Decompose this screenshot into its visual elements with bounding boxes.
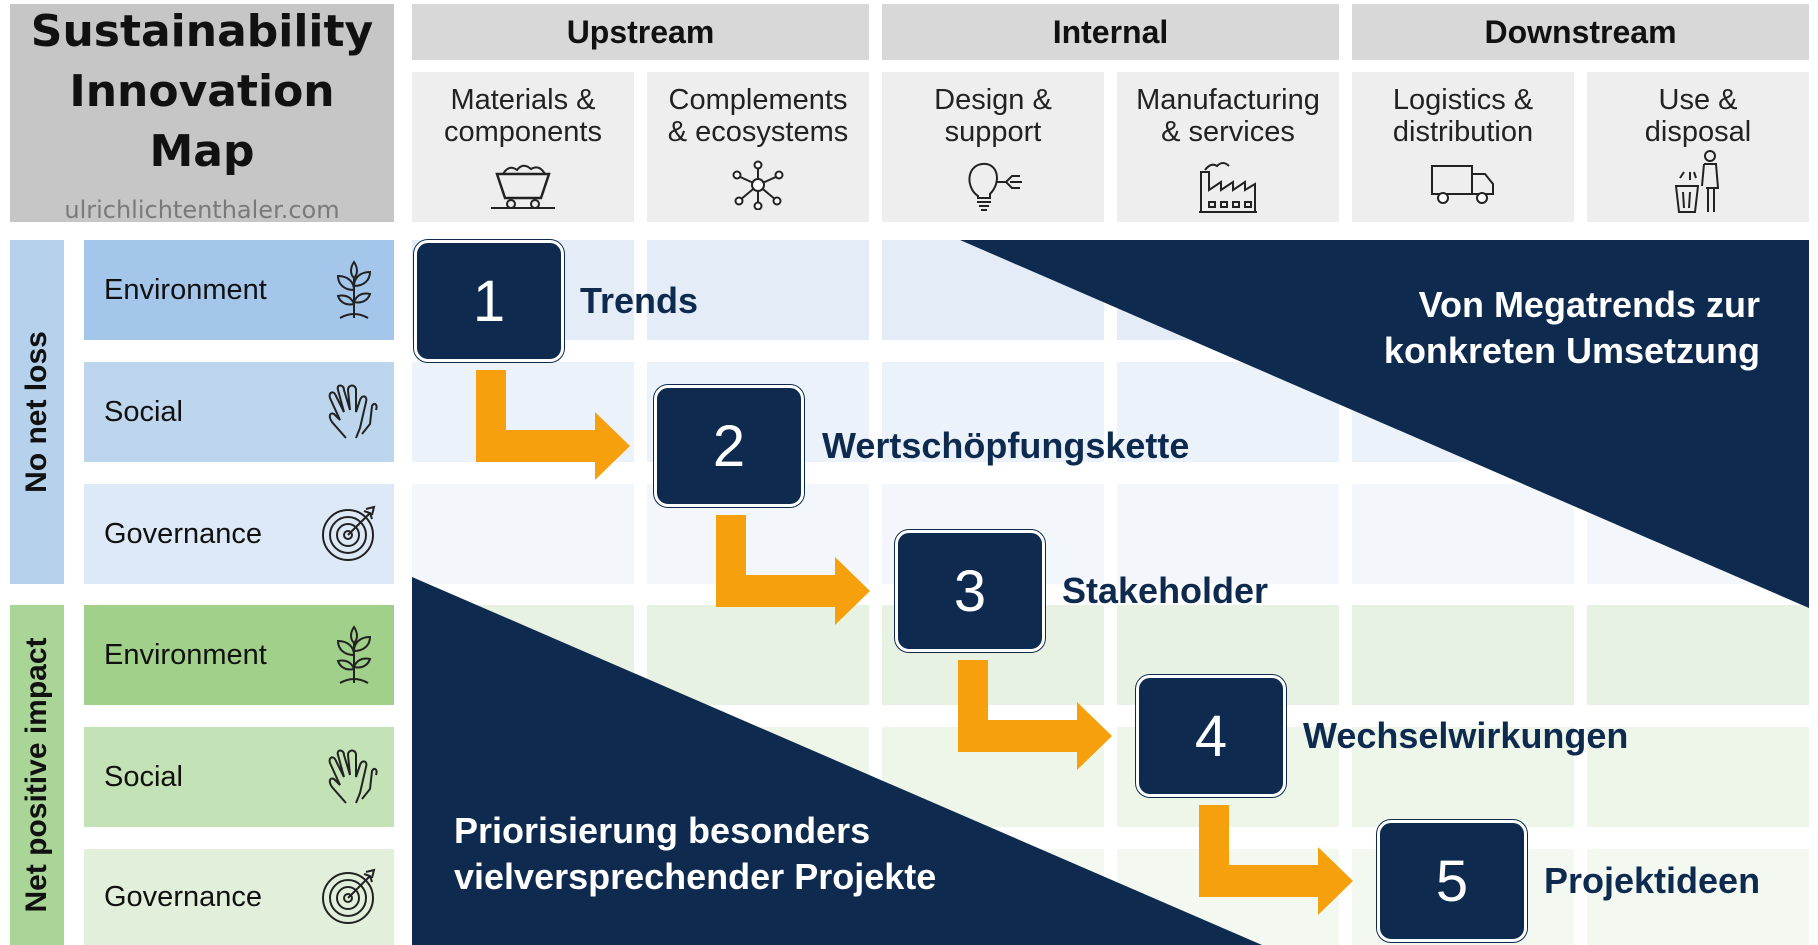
factory-icon xyxy=(1199,162,1257,213)
category-label-line: Materials & xyxy=(450,84,596,116)
step-1-label: Trends xyxy=(580,280,699,321)
stage-downstream: Downstream xyxy=(1352,4,1809,60)
stage-upstream: Upstream xyxy=(412,4,869,60)
category-label-line: Logistics & xyxy=(1392,84,1534,116)
banner-line: Von Megatrends zur xyxy=(1418,284,1760,325)
row-label-text: Social xyxy=(104,760,183,793)
bottom-banner-text: Priorisierung besonders vielversprechend… xyxy=(454,808,1014,900)
step-5-box: 5 xyxy=(1377,820,1527,942)
arrow-4-5 xyxy=(1199,805,1353,915)
category-logistics: Logistics & distribution xyxy=(1352,72,1574,222)
category-complements: Complements & ecosystems xyxy=(647,72,869,222)
row-label-text: Governance xyxy=(104,880,262,913)
category-label-line: Manufacturing xyxy=(1136,84,1320,116)
truck-icon xyxy=(1431,165,1494,204)
recycle-person-icon xyxy=(1674,150,1720,213)
row-label-text: Environment xyxy=(104,638,267,671)
banner-line: Priorisierung besonders xyxy=(454,810,871,851)
step-arrows xyxy=(476,370,1353,915)
step-4-label: Wechselwirkungen xyxy=(1303,715,1629,756)
row-label-governance: Governance xyxy=(84,849,394,945)
dimension-no-net-loss: No net loss xyxy=(10,240,64,584)
row-label-social: Social xyxy=(84,727,394,827)
hands-icon xyxy=(328,384,378,439)
map-title: Sustainability Innovation Map xyxy=(10,2,394,182)
arrow-1-2 xyxy=(476,370,630,480)
mine-cart-icon xyxy=(491,164,555,209)
step-5-label: Projektideen xyxy=(1544,860,1761,901)
category-use-disposal: Use & disposal xyxy=(1587,72,1809,222)
top-banner-text: Von Megatrends zur konkreten Umsetzung xyxy=(1300,282,1760,374)
step-1-box: 1 xyxy=(414,240,564,362)
category-label-line: & ecosystems xyxy=(667,116,849,148)
category-label-line: Design & xyxy=(934,84,1052,116)
row-label-text: Social xyxy=(104,395,183,428)
category-label-line: & services xyxy=(1161,116,1295,148)
category-label-line: disposal xyxy=(1644,116,1752,148)
title-box: Sustainability Innovation Map ulrichlich… xyxy=(10,2,394,224)
category-design: Design & support xyxy=(882,72,1104,222)
category-label-line: distribution xyxy=(1392,116,1534,148)
banner-line: vielversprechender Projekte xyxy=(454,856,937,897)
category-label-line: support xyxy=(944,116,1042,148)
category-label-line: components xyxy=(444,116,602,148)
title-line-1: Sustainability xyxy=(30,6,374,57)
arrow-3-4 xyxy=(958,660,1112,770)
dimension-net-positive-impact: Net positive impact xyxy=(10,605,64,945)
row-label-text: Governance xyxy=(104,517,262,550)
category-label-line: Use & xyxy=(1658,84,1738,116)
row-label-social: Social xyxy=(84,362,394,462)
banner-line: konkreten Umsetzung xyxy=(1383,330,1760,371)
plant-icon xyxy=(336,625,372,684)
step-2-label: Wertschöpfungskette xyxy=(822,425,1190,466)
target-icon xyxy=(322,868,376,924)
row-label-governance: Governance xyxy=(84,484,394,584)
arrow-2-3 xyxy=(716,515,870,625)
category-materials: Materials & components xyxy=(412,72,634,222)
lightbulb-icon xyxy=(968,162,1022,211)
category-label-line: Complements xyxy=(668,84,848,116)
bottom-left-triangle xyxy=(412,577,1262,945)
row-label-environment: Environment xyxy=(84,605,394,705)
row-label-text: Environment xyxy=(104,273,267,306)
network-icon xyxy=(732,160,784,210)
plant-icon xyxy=(336,260,372,319)
stage-internal: Internal xyxy=(882,4,1339,60)
step-4-box: 4 xyxy=(1136,675,1286,797)
title-line-2: Innovation Map xyxy=(69,66,335,177)
row-label-environment: Environment xyxy=(84,240,394,340)
step-3-label: Stakeholder xyxy=(1062,570,1269,611)
target-icon xyxy=(322,505,376,561)
hands-icon xyxy=(328,749,378,804)
category-manufacturing: Manufacturing & services xyxy=(1117,72,1339,222)
website-label: ulrichlichtenthaler.com xyxy=(64,196,340,224)
step-3-box: 3 xyxy=(895,530,1045,652)
step-2-box: 2 xyxy=(654,385,804,507)
top-right-triangle xyxy=(960,240,1809,608)
